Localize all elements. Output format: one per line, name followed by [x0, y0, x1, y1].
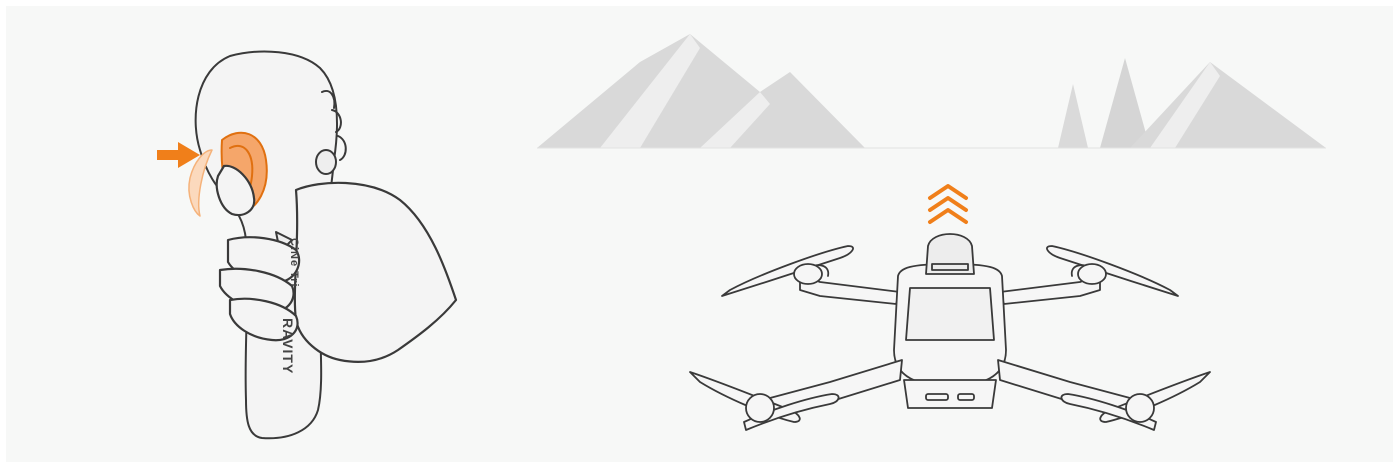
- mountain-left: [537, 34, 865, 148]
- press-arrow-icon: [157, 142, 200, 168]
- controller-mode-label: CiNe Tri: [288, 238, 300, 288]
- mountain-range: [537, 34, 1326, 148]
- controller-brand-text: RAVITY: [280, 318, 296, 374]
- tree-left: [1058, 84, 1088, 148]
- hand: [217, 166, 456, 362]
- drone: [690, 234, 1210, 430]
- tree-right: [1100, 58, 1150, 148]
- ascend-chevrons-icon: [930, 186, 966, 222]
